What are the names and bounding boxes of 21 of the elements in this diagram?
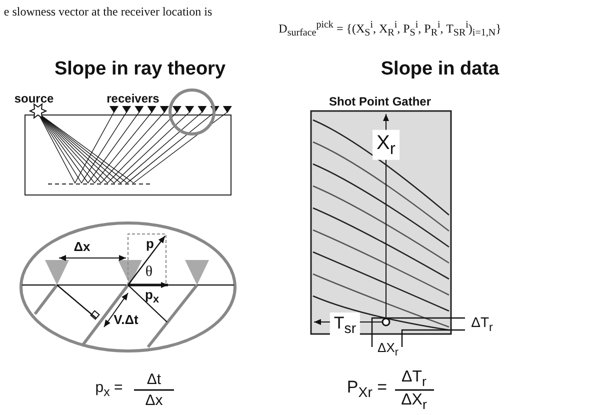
formula: ΔT$_{r}$ <box>402 368 426 390</box>
symbol-label: ΔT$_{r}$ <box>471 315 493 335</box>
panel-heading: Shot Point Gather <box>329 95 431 109</box>
formula: ΔX$_{r}$ <box>401 392 427 412</box>
text-line: e slowness vector at the receiver location is <box>4 5 212 19</box>
receivers-label: receivers <box>106 92 160 106</box>
symbol-label: p$_{x}$ <box>145 288 159 306</box>
formula: Δt <box>146 372 162 388</box>
formula: Δx <box>145 392 163 410</box>
symbol-label: p <box>146 236 154 252</box>
formula: P$_{Xr}$ = <box>346 378 388 402</box>
formula: D$_{surface}$$^{pick}$ = {(X$_{S}$$^{i}$, X$_{R}$$^{i}$, P$_{S}$$^{i}$, P$_{R}$$^{i}$, T$_{SR}$$^{i}$)$_{i=1,N}$} <box>278 19 502 39</box>
formula: p$_{x}$ = <box>95 380 123 400</box>
symbol-label: θ <box>145 264 153 280</box>
panel-heading: Slope in data <box>380 60 500 80</box>
axis-label: X$_{r}$ <box>372 130 400 160</box>
symbol-label: V.Δt <box>114 312 138 328</box>
panel-heading: Slope in ray theory <box>54 60 226 80</box>
symbol-label: Δx <box>74 240 90 254</box>
symbol-label: ΔX$_{r}$ <box>378 340 398 360</box>
source-label: source <box>14 92 54 106</box>
